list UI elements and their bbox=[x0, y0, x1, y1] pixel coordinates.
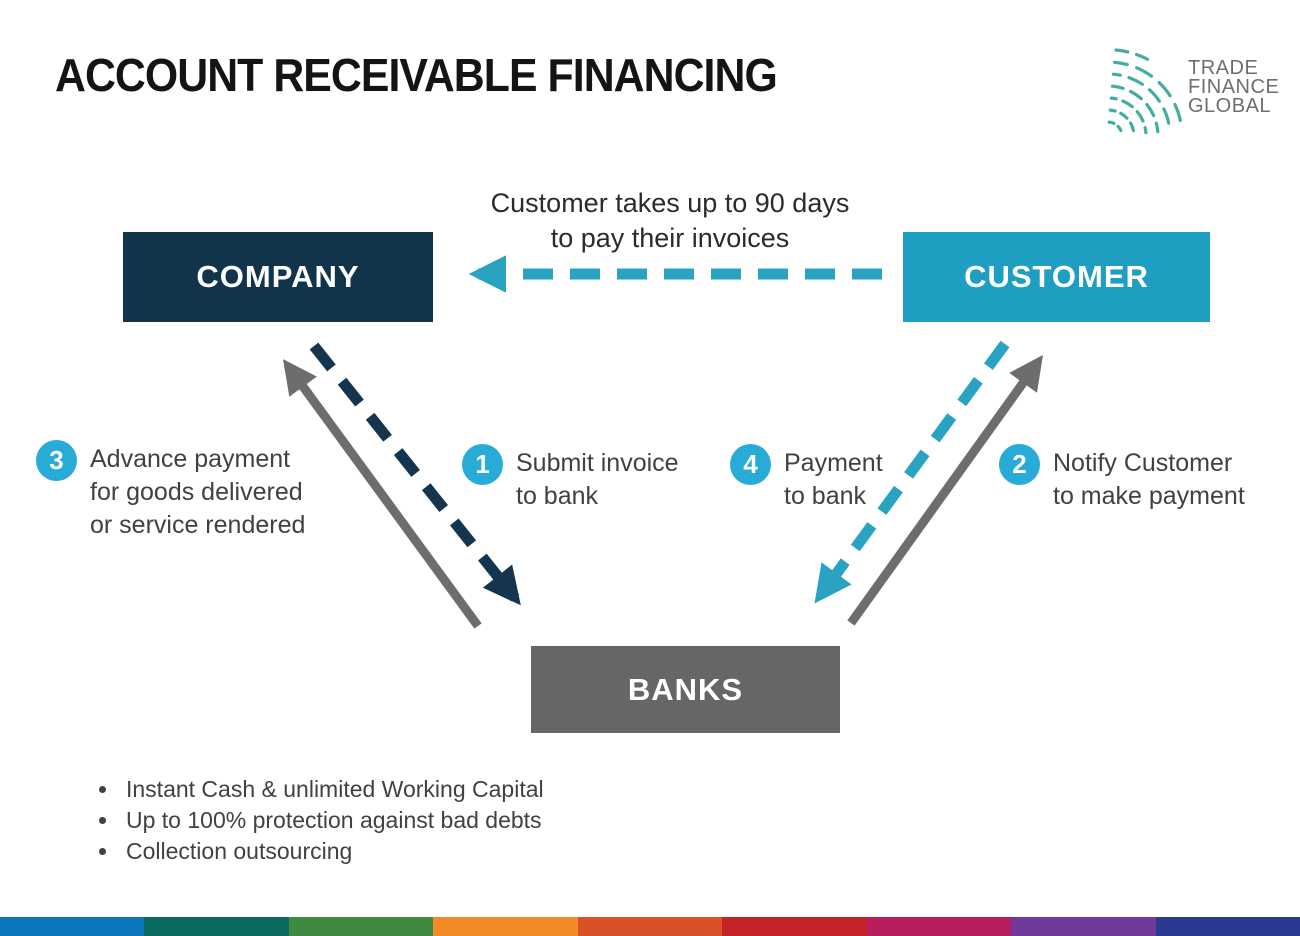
footer-color-segment bbox=[0, 917, 145, 936]
step-3-number-badge: 3 bbox=[36, 440, 77, 481]
step-3: 3 Advance payment for goods delivered or… bbox=[36, 440, 305, 542]
footer-color-segment bbox=[577, 917, 723, 936]
footer-color-segment bbox=[722, 917, 867, 936]
company-node: COMPANY bbox=[123, 232, 433, 322]
footer-color-segment bbox=[866, 917, 1012, 936]
benefit-item: Instant Cash & unlimited Working Capital bbox=[120, 774, 544, 805]
footer-color-segment bbox=[1011, 917, 1156, 936]
footer-color-segment bbox=[144, 917, 289, 936]
banks-node: BANKS bbox=[531, 646, 840, 733]
logo-wordmark: TRADE FINANCE GLOBAL bbox=[1188, 56, 1280, 117]
customer-node: CUSTOMER bbox=[903, 232, 1210, 322]
banks-label: BANKS bbox=[627, 671, 744, 707]
step-3-line: or service rendered bbox=[90, 511, 306, 539]
benefit-item: Collection outsourcing bbox=[120, 836, 544, 867]
step-1-text: Submit invoice to bank bbox=[516, 444, 679, 513]
footer-color-segment bbox=[1155, 917, 1300, 936]
step-4-number-badge: 4 bbox=[730, 444, 771, 485]
logo-line: FINANCE bbox=[1188, 75, 1280, 98]
footer-color-segment bbox=[288, 917, 434, 936]
footer-color-segment bbox=[433, 917, 578, 936]
logo-line: GLOBAL bbox=[1188, 94, 1272, 117]
step-2-line: to make payment bbox=[1053, 482, 1245, 510]
arrow-banks-to-company bbox=[282, 359, 482, 629]
dashed-arc-fan-icon bbox=[1107, 48, 1182, 137]
step-4-line: Payment bbox=[784, 449, 883, 477]
step-4-line: to bank bbox=[784, 482, 867, 510]
step-1-line: Submit invoice bbox=[516, 449, 679, 477]
step-2-line: Notify Customer bbox=[1053, 449, 1233, 477]
page-title: ACCOUNT RECEIVABLE FINANCING bbox=[55, 49, 778, 101]
step-1: 1 Submit invoice to bank bbox=[462, 444, 679, 513]
benefits-list: Instant Cash & unlimited Working Capital… bbox=[96, 774, 544, 867]
step-3-line: for goods delivered bbox=[90, 478, 303, 506]
top-arrow-caption: Customer takes up to 90 days to pay thei… bbox=[420, 186, 920, 256]
step-2-number-badge: 2 bbox=[999, 444, 1040, 485]
step-1-number-badge: 1 bbox=[462, 444, 503, 485]
step-1-line: to bank bbox=[516, 482, 599, 510]
step-2-text: Notify Customer to make payment bbox=[1053, 444, 1245, 513]
trade-finance-global-logo: TRADE FINANCE GLOBAL bbox=[1102, 36, 1279, 138]
benefit-item: Up to 100% protection against bad debts bbox=[120, 805, 544, 836]
logo-line: TRADE bbox=[1188, 56, 1259, 79]
caption-line-1: Customer takes up to 90 days bbox=[490, 188, 850, 218]
customer-label: CUSTOMER bbox=[964, 259, 1149, 294]
footer-color-bar bbox=[0, 917, 1300, 936]
step-3-text: Advance payment for goods delivered or s… bbox=[90, 440, 305, 542]
step-4-text: Payment to bank bbox=[784, 444, 883, 513]
step-2: 2 Notify Customer to make payment bbox=[999, 444, 1245, 513]
company-label: COMPANY bbox=[196, 259, 360, 294]
step-4: 4 Payment to bank bbox=[730, 444, 883, 513]
caption-line-2: to pay their invoices bbox=[550, 223, 790, 253]
step-3-line: Advance payment bbox=[90, 445, 291, 473]
